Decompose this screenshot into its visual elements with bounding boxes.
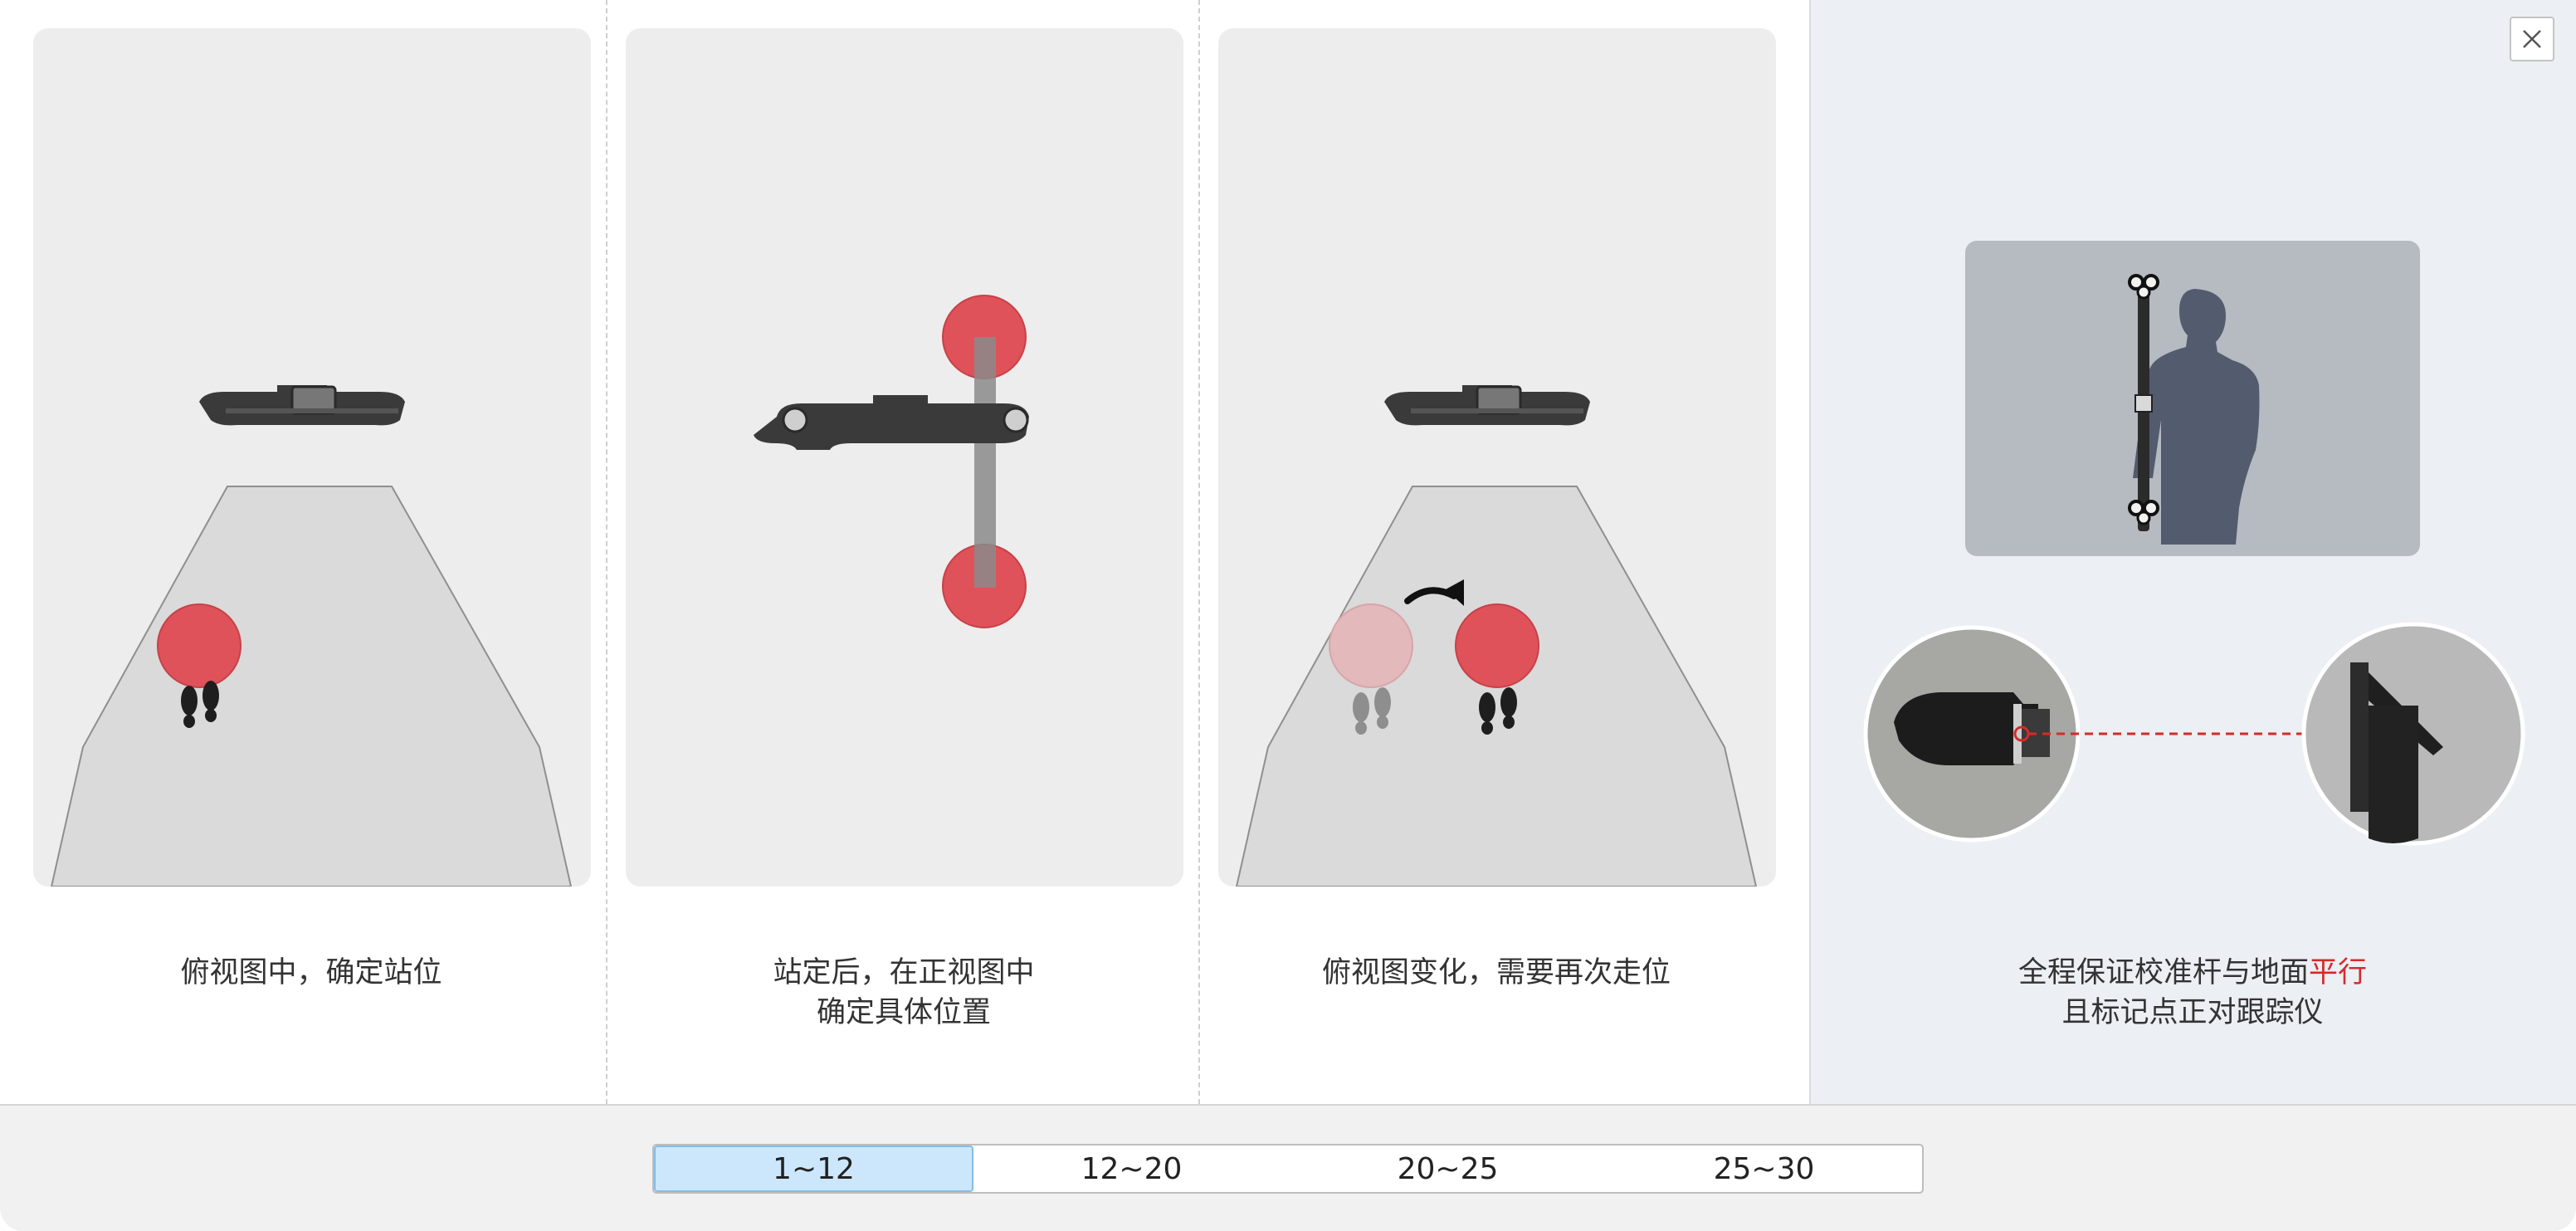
move-arrow-icon [1404, 587, 1457, 604]
rod-alignment-detail [1863, 623, 2525, 846]
step1-illustration [33, 28, 591, 887]
tab-range-1-12[interactable]: 1~12 [654, 1146, 973, 1192]
step3-caption: 俯视图变化，需要再次走位 [1321, 956, 1671, 989]
tab-range-25-30[interactable]: 25~30 [1713, 1151, 1815, 1186]
close-button[interactable] [2510, 17, 2554, 61]
step3-diagram [1235, 385, 1758, 887]
tab-range-12-20[interactable]: 12~20 [1081, 1151, 1183, 1186]
instruction-highlight: 平行 [2309, 956, 2368, 989]
person-silhouette-icon [2128, 274, 2260, 545]
divider-1 [606, 0, 607, 1104]
divider-2 [1198, 0, 1200, 1104]
person-holding-rod-image [1965, 241, 2420, 556]
steps-area: 俯视图中，确定站位 站定后，在正视图中 确定具体位置 [33, 0, 2576, 1104]
range-tab-group: 1~12 12~20 20~25 25~30 [652, 1144, 1924, 1194]
rod-end-icon [1894, 692, 2050, 765]
tracker-device-icon [1384, 385, 1590, 426]
tab-range-20-25[interactable]: 20~25 [1397, 1151, 1499, 1186]
step2-diagram [754, 295, 1029, 628]
step1-caption: 俯视图中，确定站位 [180, 956, 442, 989]
position-marker [157, 603, 242, 688]
instruction-caption: 全程保证校准杆与地面平行 且标记点正对跟踪仪 [1895, 953, 2490, 1033]
tracker-side-icon [2350, 662, 2443, 843]
footprints-icon [1479, 687, 1517, 735]
step2-illustration [626, 28, 1183, 887]
instruction-text-1: 全程保证校准杆与地面 [2017, 956, 2309, 989]
step1-diagram [50, 385, 573, 887]
previous-footprints-icon [1353, 687, 1391, 735]
footprints-icon [181, 681, 219, 728]
tracking-zone [50, 486, 573, 887]
tracker-front-icon [754, 395, 1029, 450]
step2-caption: 站定后，在正视图中 确定具体位置 [773, 956, 1035, 1029]
tracker-device-icon [199, 385, 405, 426]
new-position-marker [1455, 603, 1539, 688]
step3-illustration [1218, 28, 1776, 887]
previous-position-marker [1329, 603, 1413, 688]
calibration-rod [974, 337, 996, 588]
close-icon [2523, 30, 2541, 48]
instruction-text-2: 且标记点正对跟踪仪 [2061, 996, 2324, 1029]
